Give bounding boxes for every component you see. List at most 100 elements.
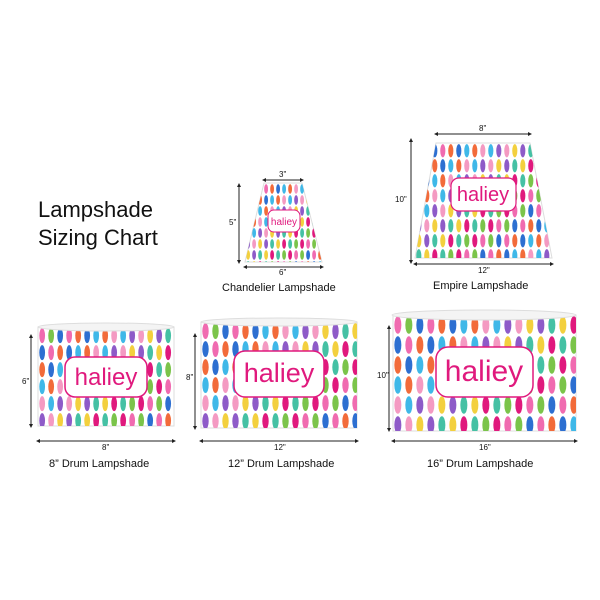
flip-flop-icon <box>456 144 462 158</box>
flip-flop-icon <box>300 250 305 260</box>
flip-flop-icon <box>504 416 512 431</box>
flip-flop-icon <box>93 396 100 412</box>
flip-flop-icon <box>464 234 470 248</box>
flip-flop-icon <box>448 234 454 248</box>
flip-flop-icon <box>544 159 550 173</box>
flip-flop-icon <box>222 377 229 394</box>
flip-flop-icon <box>332 395 339 412</box>
flip-flop-icon <box>480 234 486 248</box>
flip-flop-icon <box>312 250 317 260</box>
flip-flop-icon <box>212 377 219 394</box>
flip-flop-icon <box>57 362 64 378</box>
flip-flop-icon <box>147 345 154 361</box>
flip-flop-icon <box>165 328 172 344</box>
flip-flop-icon <box>258 261 263 262</box>
flip-flop-icon <box>416 396 424 414</box>
flip-flop-icon <box>432 144 438 158</box>
flip-flop-icon <box>440 189 446 203</box>
flip-flop-icon <box>480 249 486 258</box>
flip-flop-icon <box>472 159 478 173</box>
flip-flop-icon <box>300 228 305 238</box>
flip-flop-icon <box>202 413 209 428</box>
flip-flop-icon <box>515 416 523 431</box>
flip-flop-icon <box>306 250 311 260</box>
drum-8-name-plate <box>64 356 148 398</box>
drum-8-bottom-dim: 8" <box>102 443 110 452</box>
flip-flop-icon <box>270 239 275 249</box>
flip-flop-icon <box>288 184 293 194</box>
flip-flop-icon <box>515 316 523 334</box>
flip-flop-icon <box>496 234 502 248</box>
flip-flop-icon <box>496 219 502 233</box>
flip-flop-icon <box>548 416 556 431</box>
flip-flop-icon <box>48 362 55 378</box>
flip-flop-icon <box>252 250 257 260</box>
flip-flop-icon <box>246 206 251 216</box>
flip-flop-icon <box>537 376 545 394</box>
flip-flop-icon <box>111 413 118 426</box>
flip-flop-icon <box>322 341 329 358</box>
flip-flop-icon <box>342 413 349 428</box>
flip-flop-icon <box>282 184 287 194</box>
flip-flop-icon <box>537 356 545 374</box>
flip-flop-icon <box>111 328 118 344</box>
flip-flop-icon <box>537 316 545 334</box>
flip-flop-icon <box>212 323 219 340</box>
flip-flop-icon <box>464 144 470 158</box>
flip-flop-icon <box>460 396 468 414</box>
flip-flop-icon <box>222 395 229 412</box>
flip-flop-icon <box>559 416 567 431</box>
flip-flop-icon <box>264 239 269 249</box>
flip-flop-icon <box>246 261 251 262</box>
flip-flop-icon <box>416 204 422 218</box>
flip-flop-icon <box>246 217 251 227</box>
flip-flop-icon <box>246 184 251 194</box>
flip-flop-icon <box>312 323 319 340</box>
flip-flop-icon <box>456 249 462 258</box>
flip-flop-icon <box>416 316 424 334</box>
flip-flop-icon <box>472 234 478 248</box>
flip-flop-icon <box>480 144 486 158</box>
flip-flop-icon <box>424 174 430 188</box>
flip-flop-icon <box>544 204 550 218</box>
flip-flop-icon <box>222 323 229 340</box>
flip-flop-icon <box>312 195 317 205</box>
flip-flop-icon <box>424 234 430 248</box>
flip-flop-icon <box>270 184 275 194</box>
flip-flop-icon <box>440 174 446 188</box>
drum-12-name-text: haliey <box>244 358 315 388</box>
flip-flop-icon <box>448 144 454 158</box>
flip-flop-icon <box>294 261 299 262</box>
flip-flop-icon <box>424 219 430 233</box>
chandelier-lampshade: haliey <box>237 178 324 269</box>
flip-flop-icon <box>432 249 438 258</box>
flip-flop-icon <box>276 250 281 260</box>
flip-flop-icon <box>493 416 501 431</box>
flip-flop-icon <box>544 234 550 248</box>
flip-flop-icon <box>440 234 446 248</box>
flip-flop-icon <box>156 396 163 412</box>
flip-flop-icon <box>252 261 257 262</box>
flip-flop-icon <box>302 413 309 428</box>
flip-flop-icon <box>536 249 542 258</box>
flip-flop-icon <box>342 341 349 358</box>
flip-flop-icon <box>312 261 317 262</box>
drum-16-name-text: haliey <box>445 355 523 388</box>
chandelier-bottom-dim: 6" <box>279 268 287 277</box>
flip-flop-icon <box>493 316 501 334</box>
flip-flop-icon <box>322 413 329 428</box>
title-line-1: Lampshade <box>38 197 153 222</box>
flip-flop-icon <box>449 396 457 414</box>
empire-bottom-dim: 12" <box>478 266 490 275</box>
flip-flop-icon <box>438 416 446 431</box>
flip-flop-icon <box>515 396 523 414</box>
flip-flop-icon <box>66 328 73 344</box>
flip-flop-icon <box>252 395 259 412</box>
flip-flop-icon <box>394 396 402 414</box>
flip-flop-icon <box>416 144 422 158</box>
flip-flop-icon <box>288 250 293 260</box>
flip-flop-icon <box>352 359 357 376</box>
flip-flop-icon <box>156 413 163 426</box>
flip-flop-icon <box>102 328 109 344</box>
flip-flop-icon <box>332 359 339 376</box>
